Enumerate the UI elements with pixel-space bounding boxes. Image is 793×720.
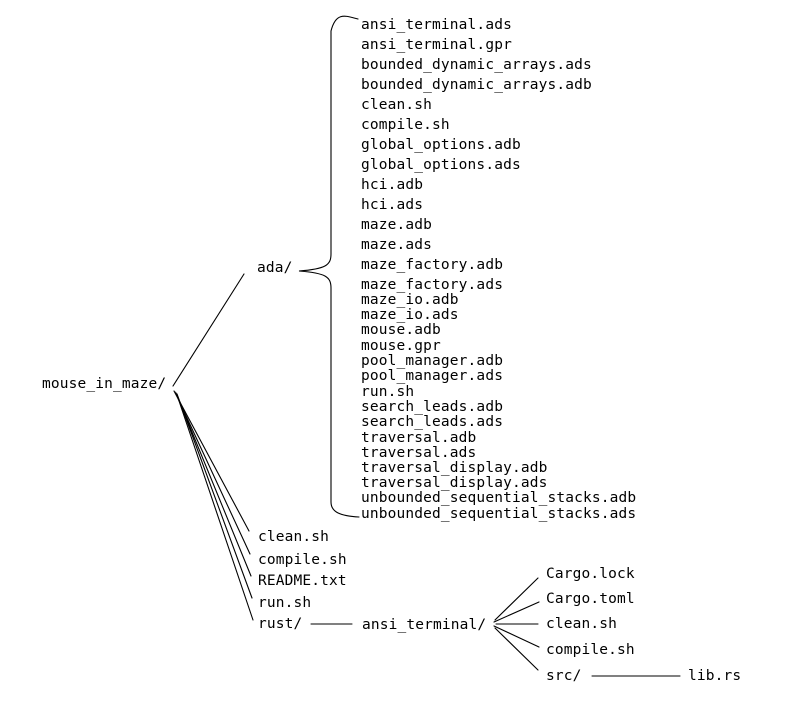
ada-file-label: traversal_display.adb bbox=[361, 459, 548, 476]
dir-label-rust: rust/ bbox=[258, 615, 303, 632]
ada-file-label: maze_io.adb bbox=[361, 291, 459, 308]
ada-file-label: bounded_dynamic_arrays.adb bbox=[361, 76, 592, 93]
ada-file-label: maze_io.ads bbox=[361, 306, 459, 323]
ada-file-label: compile.sh bbox=[361, 116, 450, 133]
ada-file-label: clean.sh bbox=[361, 96, 433, 113]
ansi-terminal-file-label: Cargo.lock bbox=[546, 565, 635, 582]
dir-label-src: src/ bbox=[546, 667, 582, 684]
edge-root-to-rust bbox=[176, 394, 254, 621]
ada-file-label: traversal_display.ads bbox=[361, 474, 548, 491]
ada-file-label: maze_factory.ads bbox=[361, 276, 504, 293]
edge-ansi-to-src bbox=[494, 627, 539, 671]
ada-file-label: ansi_terminal.ads bbox=[361, 16, 512, 33]
ada-file-label: pool_manager.ads bbox=[361, 367, 504, 384]
edge-root-to-clean-sh bbox=[173, 390, 250, 532]
ada-file-label: traversal.ads bbox=[361, 444, 477, 461]
ada-file-label: global_options.adb bbox=[361, 136, 521, 153]
dir-label-mouse-in-maze: mouse_in_maze/ bbox=[42, 375, 167, 392]
edge-root-to-readme-txt bbox=[175, 392, 252, 577]
ada-file-label: mouse.adb bbox=[361, 321, 441, 338]
ada-file-label: mouse.gpr bbox=[361, 337, 441, 354]
edge-ansi-to-cargo-toml bbox=[493, 601, 540, 623]
ada-file-label: ansi_terminal.gpr bbox=[361, 36, 512, 53]
ada-file-label: run.sh bbox=[361, 383, 415, 400]
ansi-terminal-file-label: clean.sh bbox=[546, 615, 618, 632]
ada-file-label: pool_manager.adb bbox=[361, 352, 504, 369]
ansi-terminal-file-label: compile.sh bbox=[546, 641, 635, 658]
ada-file-label: traversal.adb bbox=[361, 429, 477, 446]
dir-label-ansi-terminal: ansi_terminal/ bbox=[362, 616, 487, 633]
ada-file-label: search_leads.adb bbox=[361, 398, 504, 415]
root-file-label: compile.sh bbox=[258, 551, 347, 568]
ada-file-label: unbounded_sequential_stacks.adb bbox=[361, 489, 637, 506]
ada-file-label: global_options.ads bbox=[361, 156, 521, 173]
edge-ansi-to-compile-sh bbox=[493, 625, 540, 648]
edge-ansi-to-cargo-lock bbox=[494, 577, 539, 621]
ada-file-label: hci.adb bbox=[361, 176, 424, 193]
root-file-label: run.sh bbox=[258, 594, 312, 611]
ada-file-label: maze.adb bbox=[361, 216, 433, 233]
ada-children-brace bbox=[298, 15, 360, 518]
ada-file-label: maze_factory.adb bbox=[361, 256, 504, 273]
ada-file-label: search_leads.ads bbox=[361, 413, 504, 430]
ansi-terminal-file-label: Cargo.toml bbox=[546, 590, 635, 607]
dir-label-ada: ada/ bbox=[257, 259, 293, 276]
ada-file-label: maze.ads bbox=[361, 236, 433, 253]
edge-root-to-compile-sh bbox=[174, 391, 251, 555]
edge-root-to-ada bbox=[172, 273, 245, 387]
ada-file-label: bounded_dynamic_arrays.ads bbox=[361, 56, 592, 73]
ada-file-label: unbounded_sequential_stacks.ads bbox=[361, 505, 637, 522]
file-label-lib-rs: lib.rs bbox=[688, 667, 742, 684]
ada-file-label: hci.ads bbox=[361, 196, 424, 213]
edge-root-to-run-sh bbox=[176, 393, 253, 599]
root-file-label: clean.sh bbox=[258, 528, 330, 545]
root-file-label: README.txt bbox=[258, 572, 347, 589]
